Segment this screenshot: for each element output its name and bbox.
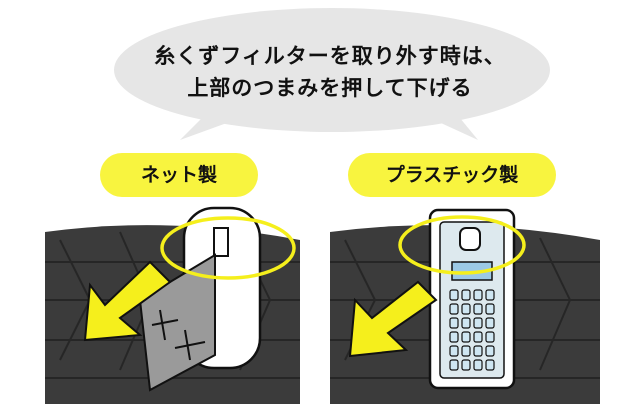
bubble-line-2: 上部のつまみを押して下げる xyxy=(187,76,473,100)
arrow-down-left-icon xyxy=(348,280,438,358)
arrow-down-left-icon xyxy=(83,260,172,342)
speech-bubble xyxy=(114,8,550,140)
filter-grid-cell xyxy=(485,317,495,329)
filter-grid-cell xyxy=(485,331,495,343)
filter-grid-cell xyxy=(461,345,471,357)
label-net: ネット製 xyxy=(100,153,258,197)
filter-grid-cell xyxy=(449,317,459,329)
bubble-line-1: 糸くずフィルターを取り外す時は、 xyxy=(154,44,506,68)
filter-grid-cell xyxy=(449,359,459,371)
filter-grid-cell xyxy=(473,317,483,329)
filter-grid-cell xyxy=(473,345,483,357)
filter-grid-cell xyxy=(473,303,483,315)
filter-grid-cell xyxy=(449,303,459,315)
filter-grid-cell xyxy=(449,289,459,301)
filter-grid-cell xyxy=(485,359,495,371)
filter-grid-cell xyxy=(461,289,471,301)
filter-grid-cell xyxy=(449,331,459,343)
label-plastic: プラスチック製 xyxy=(348,153,556,197)
filter-grid-cell xyxy=(461,303,471,315)
filter-grid-cell xyxy=(461,331,471,343)
plastic-filter xyxy=(398,208,526,390)
filter-grid-cell xyxy=(473,289,483,301)
filter-grid-cell xyxy=(485,289,495,301)
filter-grid-cell xyxy=(461,317,471,329)
filter-grid-cell xyxy=(473,331,483,343)
filter-grid-cell xyxy=(461,359,471,371)
filter-grid-cell xyxy=(485,303,495,315)
filter-grid-cell xyxy=(485,345,495,357)
filter-grid-cell xyxy=(449,345,459,357)
filter-grid-cell xyxy=(473,359,483,371)
